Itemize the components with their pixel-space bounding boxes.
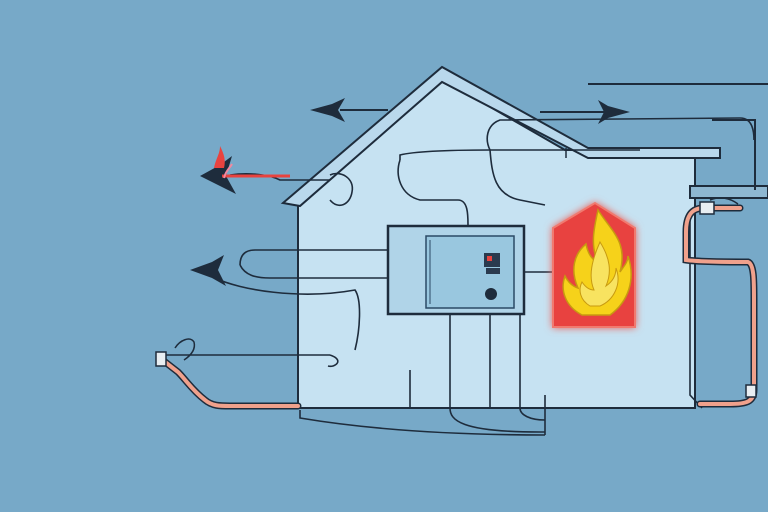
pipe-icon-left <box>155 338 302 410</box>
arrow-icon-top-right <box>540 100 630 124</box>
electric-panel-door <box>425 235 515 309</box>
wiring <box>160 117 755 436</box>
arrow-icon-top-left <box>310 98 388 122</box>
panel-knob <box>485 288 497 300</box>
roof <box>280 65 721 208</box>
pipe-icon-right <box>682 197 758 408</box>
flame-arrow-icon <box>200 146 290 194</box>
gutter-box <box>689 185 768 199</box>
flame-icon <box>562 208 632 316</box>
arrow-icon-left <box>190 255 226 286</box>
downpipe-wire <box>712 119 756 190</box>
panel-indicator-red <box>487 256 492 261</box>
panel-switch-mid <box>486 268 500 274</box>
